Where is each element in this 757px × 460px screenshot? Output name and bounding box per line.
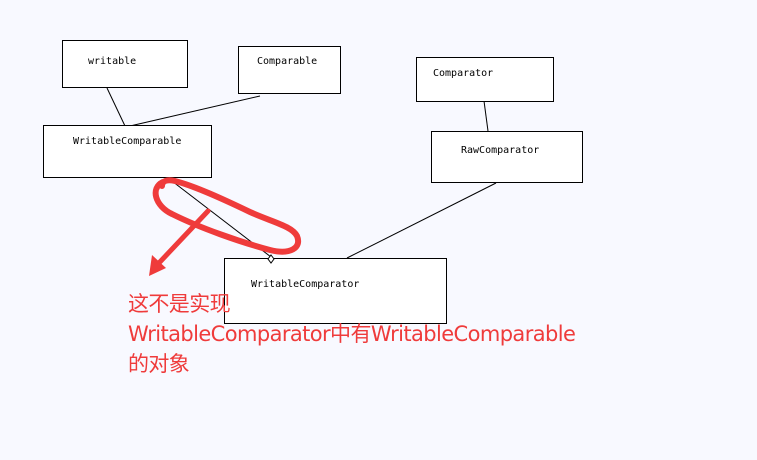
annotation-line-2: WritableComparator中有WritableComparable bbox=[128, 322, 576, 346]
aggregation-diamond-icon bbox=[267, 254, 275, 264]
writable-box: writable bbox=[62, 40, 188, 88]
annotation-line-1: 这不是实现 bbox=[128, 292, 231, 316]
writable-comparator-box: WritableComparator bbox=[224, 258, 447, 324]
annotation-text: 这不是实现 WritableComparator中有WritableCompar… bbox=[128, 289, 576, 379]
comparator-to-rawcomparator-line bbox=[483, 100, 489, 132]
writable-comparable-box: WritableComparable bbox=[43, 125, 212, 178]
comparable-to-writablecomparable-line bbox=[129, 95, 261, 127]
writable-to-writablecomparable-line bbox=[106, 87, 126, 127]
red-circle-highlight bbox=[152, 177, 302, 255]
red-arrow-head-icon bbox=[149, 255, 166, 276]
writable-label: writable bbox=[88, 56, 137, 67]
annotation-line-3: 的对象 bbox=[128, 352, 190, 376]
comparable-box: Comparable bbox=[238, 46, 341, 94]
comparator-label: Comparator bbox=[433, 68, 494, 79]
comparable-label: Comparable bbox=[257, 56, 318, 67]
writable-comparator-label: WritableComparator bbox=[251, 279, 360, 290]
red-arrow-line bbox=[155, 208, 211, 267]
rawcomparator-to-writablecomparator-line bbox=[346, 182, 497, 259]
writable-comparable-label: WritableComparable bbox=[73, 136, 182, 147]
comparator-box: Comparator bbox=[416, 57, 554, 102]
raw-comparator-label: RawComparator bbox=[461, 145, 540, 156]
raw-comparator-box: RawComparator bbox=[431, 131, 583, 183]
